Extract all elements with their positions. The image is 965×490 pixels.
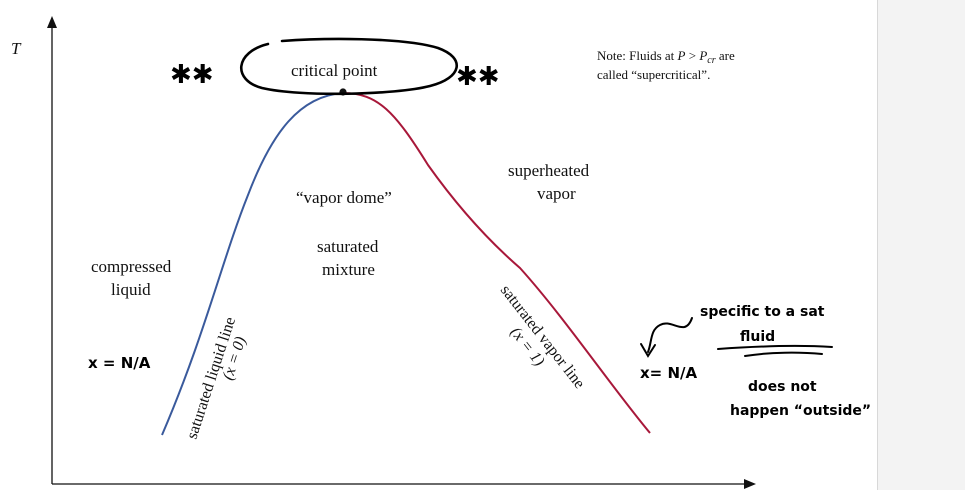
specific-note-line1: specific to a sat	[700, 304, 825, 320]
page-margin	[877, 0, 965, 490]
compressed-line2: liquid	[111, 280, 151, 299]
saturated-liquid-curve	[161, 92, 344, 436]
saturated-mixture-line2: mixture	[322, 260, 375, 279]
compressed-line1: compressed	[91, 257, 172, 276]
does-not-line2: happen “outside”	[730, 403, 871, 419]
note-line-2: called “supercritical”.	[597, 67, 710, 82]
squiggle-arrowhead	[640, 343, 656, 358]
ts-diagram: T critical point ✱✱ ✱✱ Note: Fluids at P…	[11, 16, 871, 489]
quality-na-left: x = N/A	[88, 354, 151, 372]
stars-right: ✱✱	[456, 62, 500, 92]
saturated-vapor-curve	[342, 92, 651, 434]
superheated-line1: superheated	[508, 161, 590, 180]
critical-point-label: critical point	[291, 61, 378, 80]
squiggle-arrow	[647, 317, 693, 353]
superheated-line2: vapor	[537, 184, 576, 203]
y-axis-arrowhead	[47, 16, 57, 28]
saturated-mixture-line1: saturated	[317, 237, 379, 256]
quality-na-right: x= N/A	[640, 364, 697, 382]
specific-note-line2: fluid	[740, 329, 775, 345]
vapor-dome-label: “vapor dome”	[296, 188, 392, 207]
critical-point-circle	[240, 37, 458, 96]
specific-underline	[717, 344, 833, 357]
stars-left: ✱✱	[170, 60, 214, 90]
note-line-1: Note: Fluids at P > Pcr are	[597, 48, 735, 66]
y-axis-label: T	[11, 39, 22, 58]
does-not-line1: does not	[748, 379, 817, 395]
x-axis-arrowhead	[744, 479, 756, 489]
